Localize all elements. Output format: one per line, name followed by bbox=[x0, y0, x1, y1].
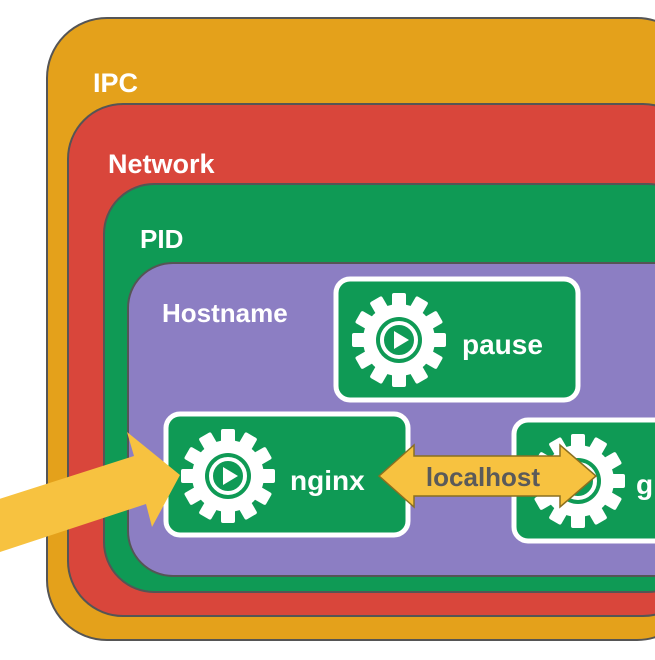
nginx-label: nginx bbox=[290, 465, 365, 496]
localhost-label: localhost bbox=[426, 462, 540, 492]
pause-label: pause bbox=[462, 329, 543, 360]
pid-label: PID bbox=[140, 224, 183, 254]
hostname-label: Hostname bbox=[162, 298, 288, 328]
third-container-label: g bbox=[636, 469, 653, 500]
double-arrow-icon bbox=[377, 443, 598, 509]
arrow-right-icon bbox=[0, 432, 180, 552]
ipc-label: IPC bbox=[93, 68, 138, 98]
localhost-link: localhost bbox=[377, 443, 598, 509]
pause-container: pause bbox=[333, 276, 581, 403]
network-label: Network bbox=[108, 149, 216, 179]
nginx-container: nginx bbox=[163, 411, 411, 538]
